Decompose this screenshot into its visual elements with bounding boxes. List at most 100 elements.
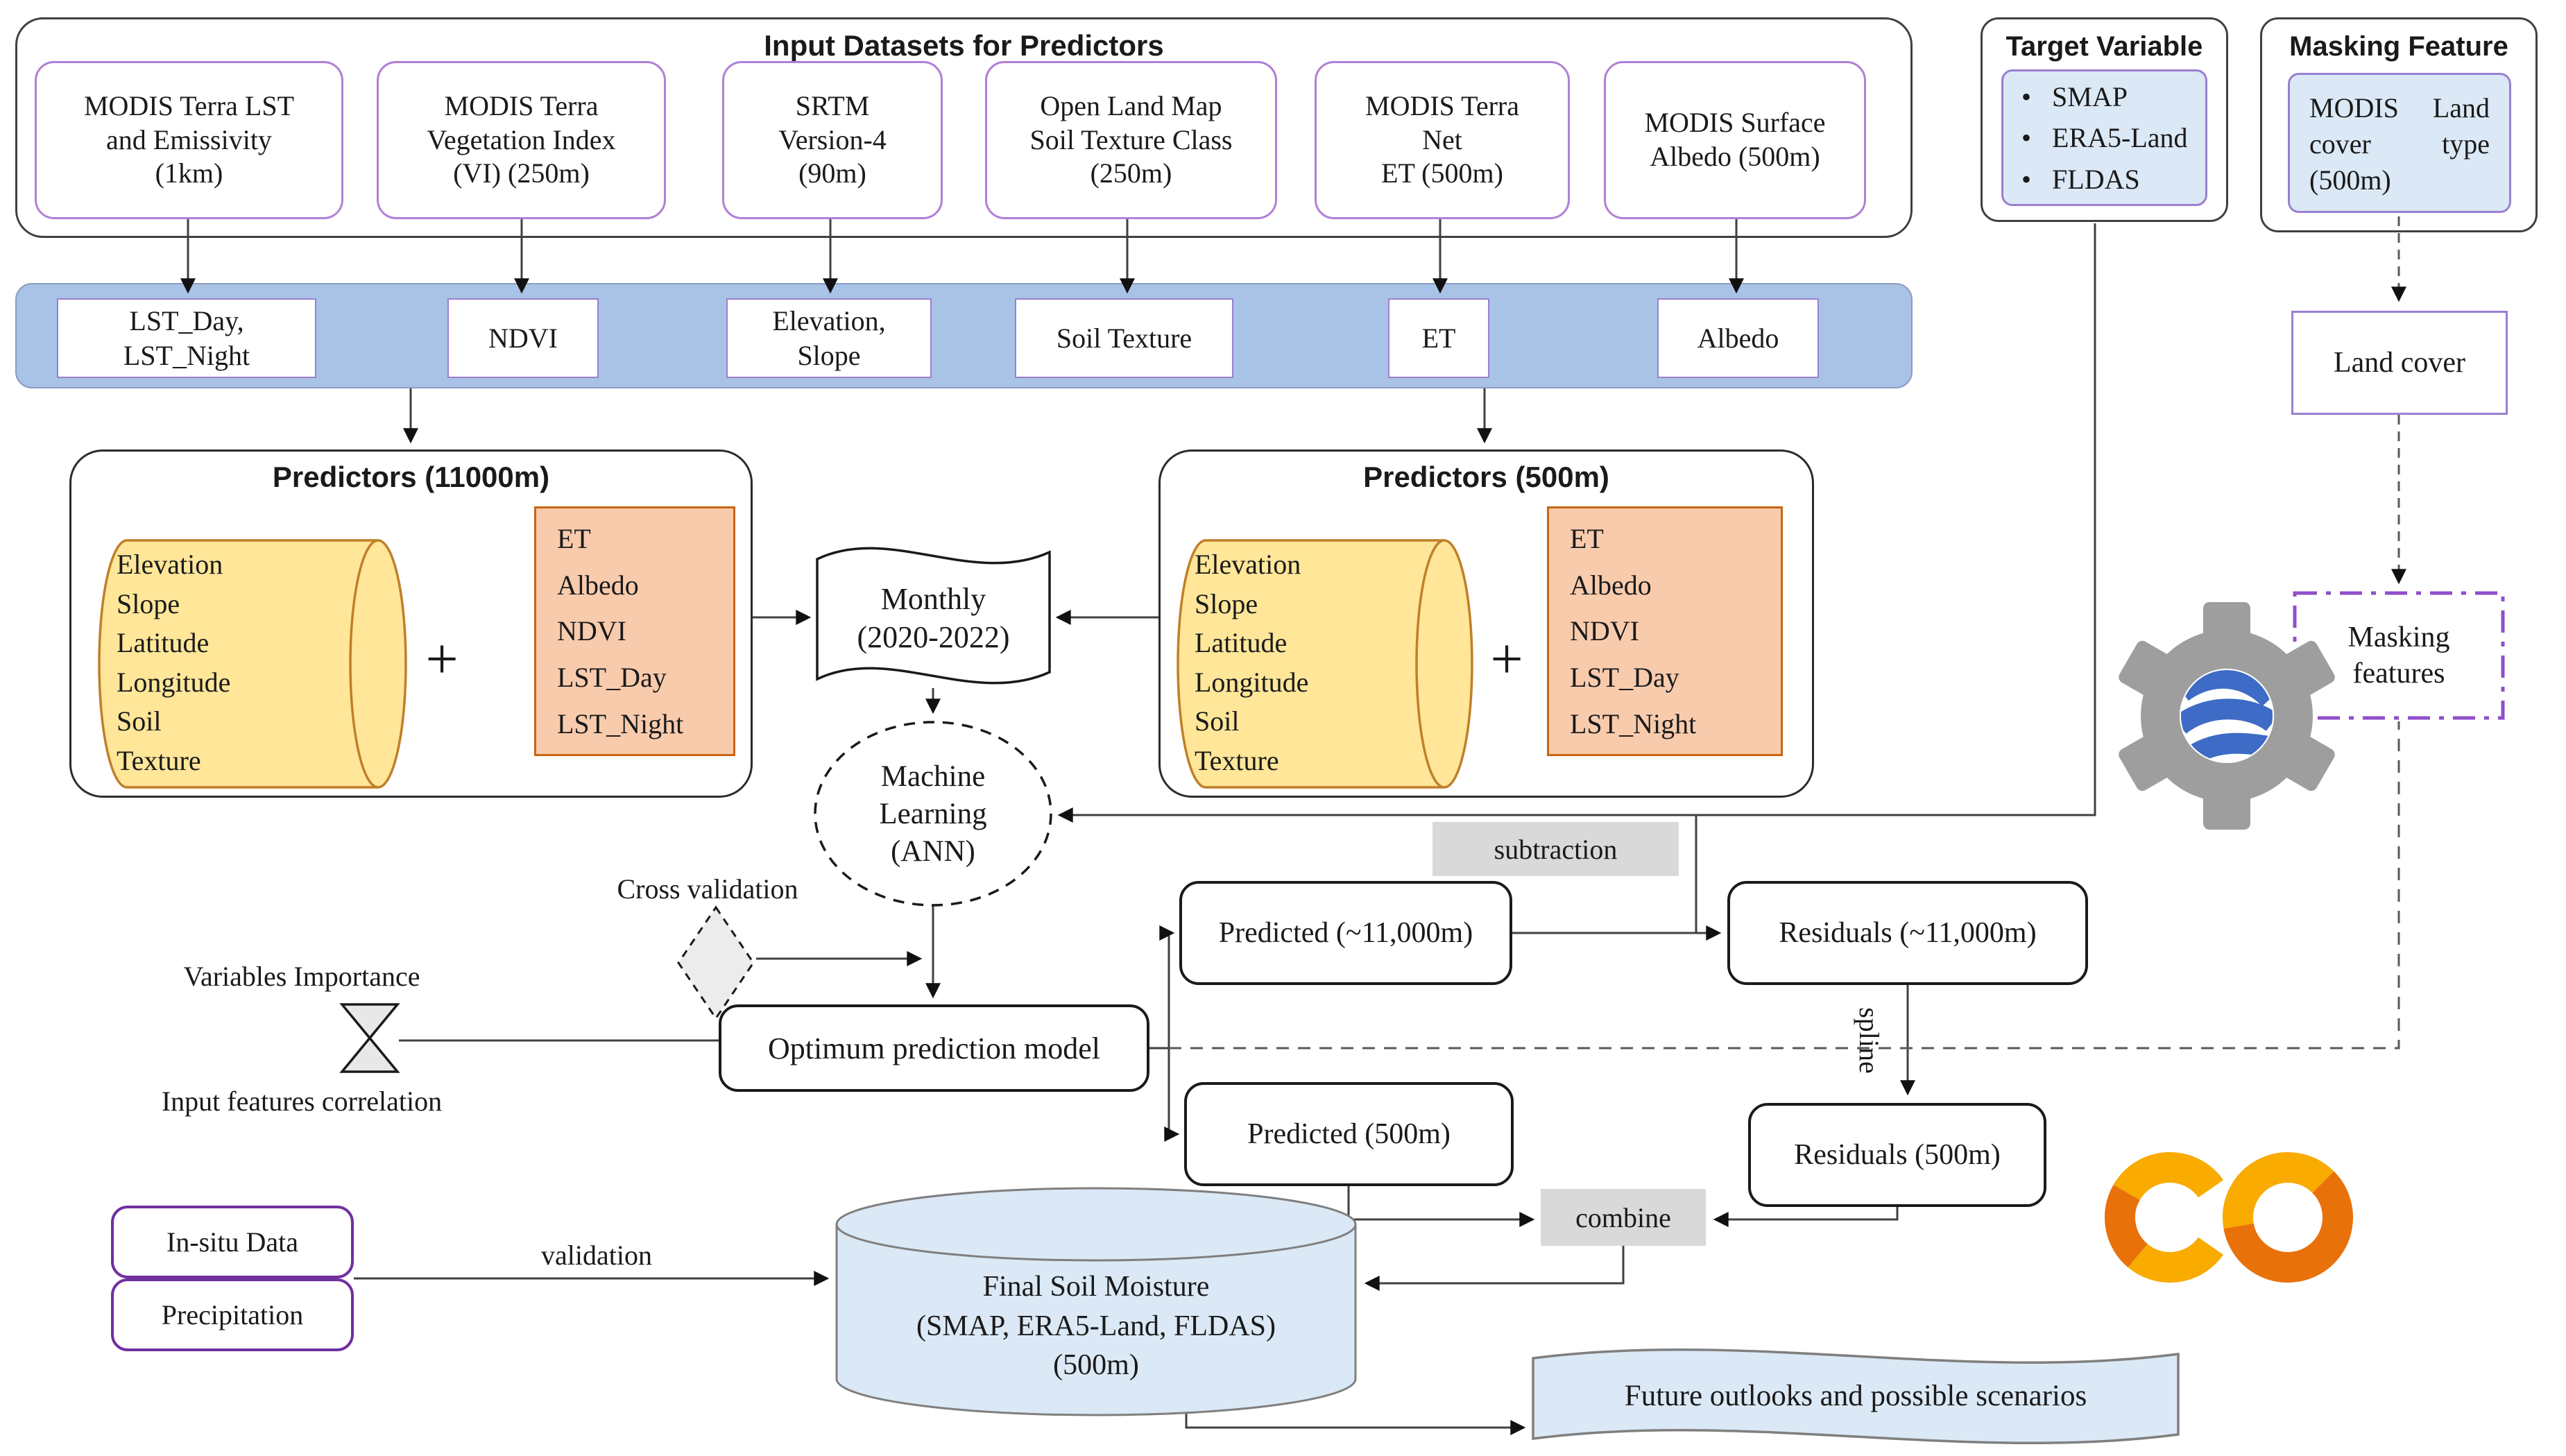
- plus-text: +: [425, 626, 459, 692]
- dataset-box-lst: MODIS Terra LST and Emissivity (1km): [35, 61, 343, 219]
- dataset-label: MODIS Surface Albedo (500m): [1644, 107, 1826, 172]
- predicted-coarse-box: Predicted (~11,000m): [1179, 881, 1512, 985]
- band-box-soiltexture: Soil Texture: [1015, 298, 1233, 378]
- bullet-icon: •: [2021, 80, 2032, 112]
- validation-text: validation: [541, 1239, 652, 1271]
- target-item-label: FLDAS: [2052, 163, 2140, 195]
- dataset-box-vi: MODIS Terra Vegetation Index (VI) (250m): [377, 61, 666, 219]
- predictors-coarse-container: [69, 449, 753, 798]
- spline-label: spline: [1849, 978, 1890, 1103]
- masking-features-text: Masking features: [2347, 621, 2450, 690]
- masking-source-text: MODIS Land cover type (500m): [2309, 92, 2490, 196]
- band-label: LST_Day, LST_Night: [123, 305, 250, 371]
- band-label: ET: [1421, 322, 1456, 354]
- dataset-label: MODIS Terra Net ET (500m): [1365, 89, 1519, 189]
- variables-importance-label: Variables Importance: [139, 959, 465, 993]
- dataset-box-et: MODIS Terra Net ET (500m): [1315, 61, 1570, 219]
- static-predictor: Soil: [1195, 705, 1240, 737]
- ann-text: Machine Learning (ANN): [879, 760, 987, 868]
- target-item: •SMAP: [2021, 80, 2205, 113]
- spline-text: spline: [1854, 1007, 1885, 1074]
- monthly-flag-shape: [816, 547, 1051, 685]
- dataset-to-band-arrows: [180, 219, 1744, 444]
- band-label: Soil Texture: [1056, 322, 1192, 354]
- band-label: Albedo: [1697, 322, 1779, 354]
- dataset-box-srtm: SRTM Version-4 (90m): [722, 61, 943, 219]
- band-label: Elevation, Slope: [772, 305, 886, 371]
- masking-features-box: [2293, 591, 2505, 720]
- masking-feature-title: Masking Feature: [2260, 29, 2538, 64]
- hourglass-icon: [339, 1003, 400, 1073]
- masking-source-box: MODIS Land cover type (500m): [2288, 73, 2511, 213]
- predicted-fine-text: Predicted (500m): [1247, 1118, 1451, 1150]
- input-features-correlation-text: Input features correlation: [161, 1085, 443, 1117]
- static-predictor: Texture: [1195, 744, 1279, 776]
- predictors-coarse-title-text: Predictors (11000m): [272, 461, 550, 493]
- final-soil-moisture-label: Final Soil Moisture (SMAP, ERA5-Land, FL…: [844, 1264, 1349, 1389]
- residuals-fine-box: Residuals (500m): [1748, 1103, 2046, 1207]
- dataset-label: MODIS Terra LST and Emissivity (1km): [83, 89, 295, 189]
- predicted-fine-box: Predicted (500m): [1184, 1082, 1514, 1186]
- dataset-label: MODIS Terra Vegetation Index (VI) (250m): [427, 89, 616, 189]
- dataset-box-albedo: MODIS Surface Albedo (500m): [1604, 61, 1866, 219]
- dynamic-predictor: Albedo: [1570, 569, 1652, 601]
- dynamic-predictor: Albedo: [557, 569, 639, 601]
- residuals-coarse-text: Residuals (~11,000m): [1779, 917, 2037, 949]
- static-predictor: Latitude: [117, 627, 209, 659]
- band-box-et: ET: [1388, 298, 1489, 378]
- target-item: •ERA5-Land: [2021, 121, 2205, 154]
- input-features-correlation-label: Input features correlation: [108, 1084, 496, 1118]
- predictors-fine-container: [1158, 449, 1814, 798]
- cross-validation-label: Cross validation: [586, 871, 829, 906]
- predictors-fine-title-text: Predictors (500m): [1363, 461, 1609, 493]
- band-box-lst: LST_Day, LST_Night: [57, 298, 316, 378]
- combine-label: combine: [1541, 1189, 1706, 1246]
- dynamic-predictor: ET: [1570, 522, 1604, 554]
- subtraction-label: subtraction: [1432, 822, 1679, 876]
- static-predictor: Texture: [117, 744, 201, 776]
- plus-icon: +: [414, 624, 470, 694]
- band-box-elevation: Elevation, Slope: [726, 298, 932, 378]
- variables-importance-text: Variables Importance: [183, 960, 420, 992]
- static-predictor: Longitude: [1195, 666, 1309, 698]
- masking-feature-title-text: Masking Feature: [2289, 31, 2508, 62]
- band-box-ndvi: NDVI: [447, 298, 599, 378]
- plus-text: +: [1490, 626, 1523, 692]
- in-situ-data-box: In-situ Data: [111, 1206, 354, 1278]
- predicted-coarse-text: Predicted (~11,000m): [1218, 917, 1473, 949]
- plus-icon: +: [1479, 624, 1534, 694]
- predictors-fine-dynamic-box: ET Albedo NDVI LST_Day LST_Night: [1547, 506, 1783, 756]
- google-earth-engine-icon: [2119, 602, 2335, 830]
- predictor-band: [15, 283, 1913, 388]
- static-predictor: Longitude: [117, 666, 231, 698]
- subtraction-text: subtraction: [1494, 833, 1618, 865]
- static-predictor: Latitude: [1195, 627, 1288, 659]
- static-predictor: Slope: [1195, 588, 1258, 619]
- coarse-cylinder: [98, 539, 407, 789]
- dynamic-predictor: NDVI: [1570, 615, 1639, 647]
- predictors-coarse-dynamic-box: ET Albedo NDVI LST_Day LST_Night: [534, 506, 735, 756]
- land-cover-label: Land cover: [2333, 347, 2466, 379]
- input-datasets-title-text: Input Datasets for Predictors: [764, 29, 1164, 62]
- residuals-coarse-box: Residuals (~11,000m): [1727, 881, 2088, 985]
- cross-validation-diamond: [677, 905, 755, 1020]
- monthly-text: Monthly (2020-2022): [857, 581, 1010, 654]
- dynamic-predictor: LST_Day: [1570, 662, 1679, 694]
- band-label: NDVI: [488, 322, 558, 354]
- static-predictor: Slope: [117, 588, 180, 619]
- bullet-icon: •: [2021, 122, 2032, 153]
- predictors-fine-static-list: Elevation Slope Latitude Longitude Soil …: [1195, 548, 1403, 777]
- monthly-label: Monthly (2020-2022): [817, 567, 1050, 668]
- predictors-coarse-title: Predictors (11000m): [69, 459, 753, 495]
- target-variable-title-text: Target Variable: [2005, 31, 2203, 62]
- dynamic-predictor: NDVI: [557, 615, 626, 647]
- masking-features-label: Masking features: [2295, 593, 2503, 718]
- in-situ-data-text: In-situ Data: [166, 1226, 298, 1258]
- target-variable-title: Target Variable: [1981, 29, 2228, 64]
- fine-cylinder: [1177, 539, 1473, 789]
- final-soil-moisture-text: Final Soil Moisture (SMAP, ERA5-Land, FL…: [916, 1270, 1276, 1382]
- land-cover-box: Land cover: [2291, 311, 2508, 415]
- optimum-model-box: Optimum prediction model: [719, 1004, 1149, 1092]
